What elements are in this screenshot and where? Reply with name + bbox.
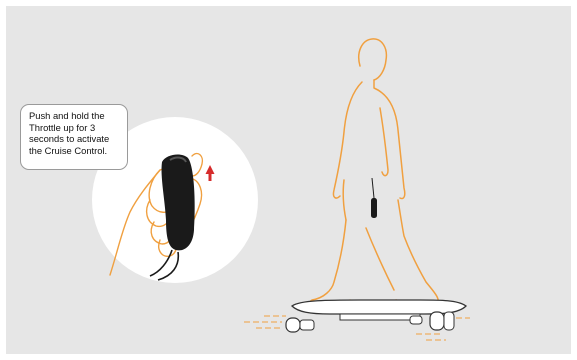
callout-line: the Cruise Control. bbox=[29, 145, 123, 157]
callout-line: seconds to activate bbox=[29, 133, 123, 145]
callout-line: Throttle up for 3 bbox=[29, 122, 123, 134]
electric-skateboard bbox=[286, 300, 466, 332]
rider-remote bbox=[371, 178, 377, 218]
instruction-callout: Push and hold the Throttle up for 3 seco… bbox=[20, 104, 128, 170]
callout-line: Push and hold the bbox=[29, 110, 123, 122]
rider-figure bbox=[310, 39, 438, 306]
